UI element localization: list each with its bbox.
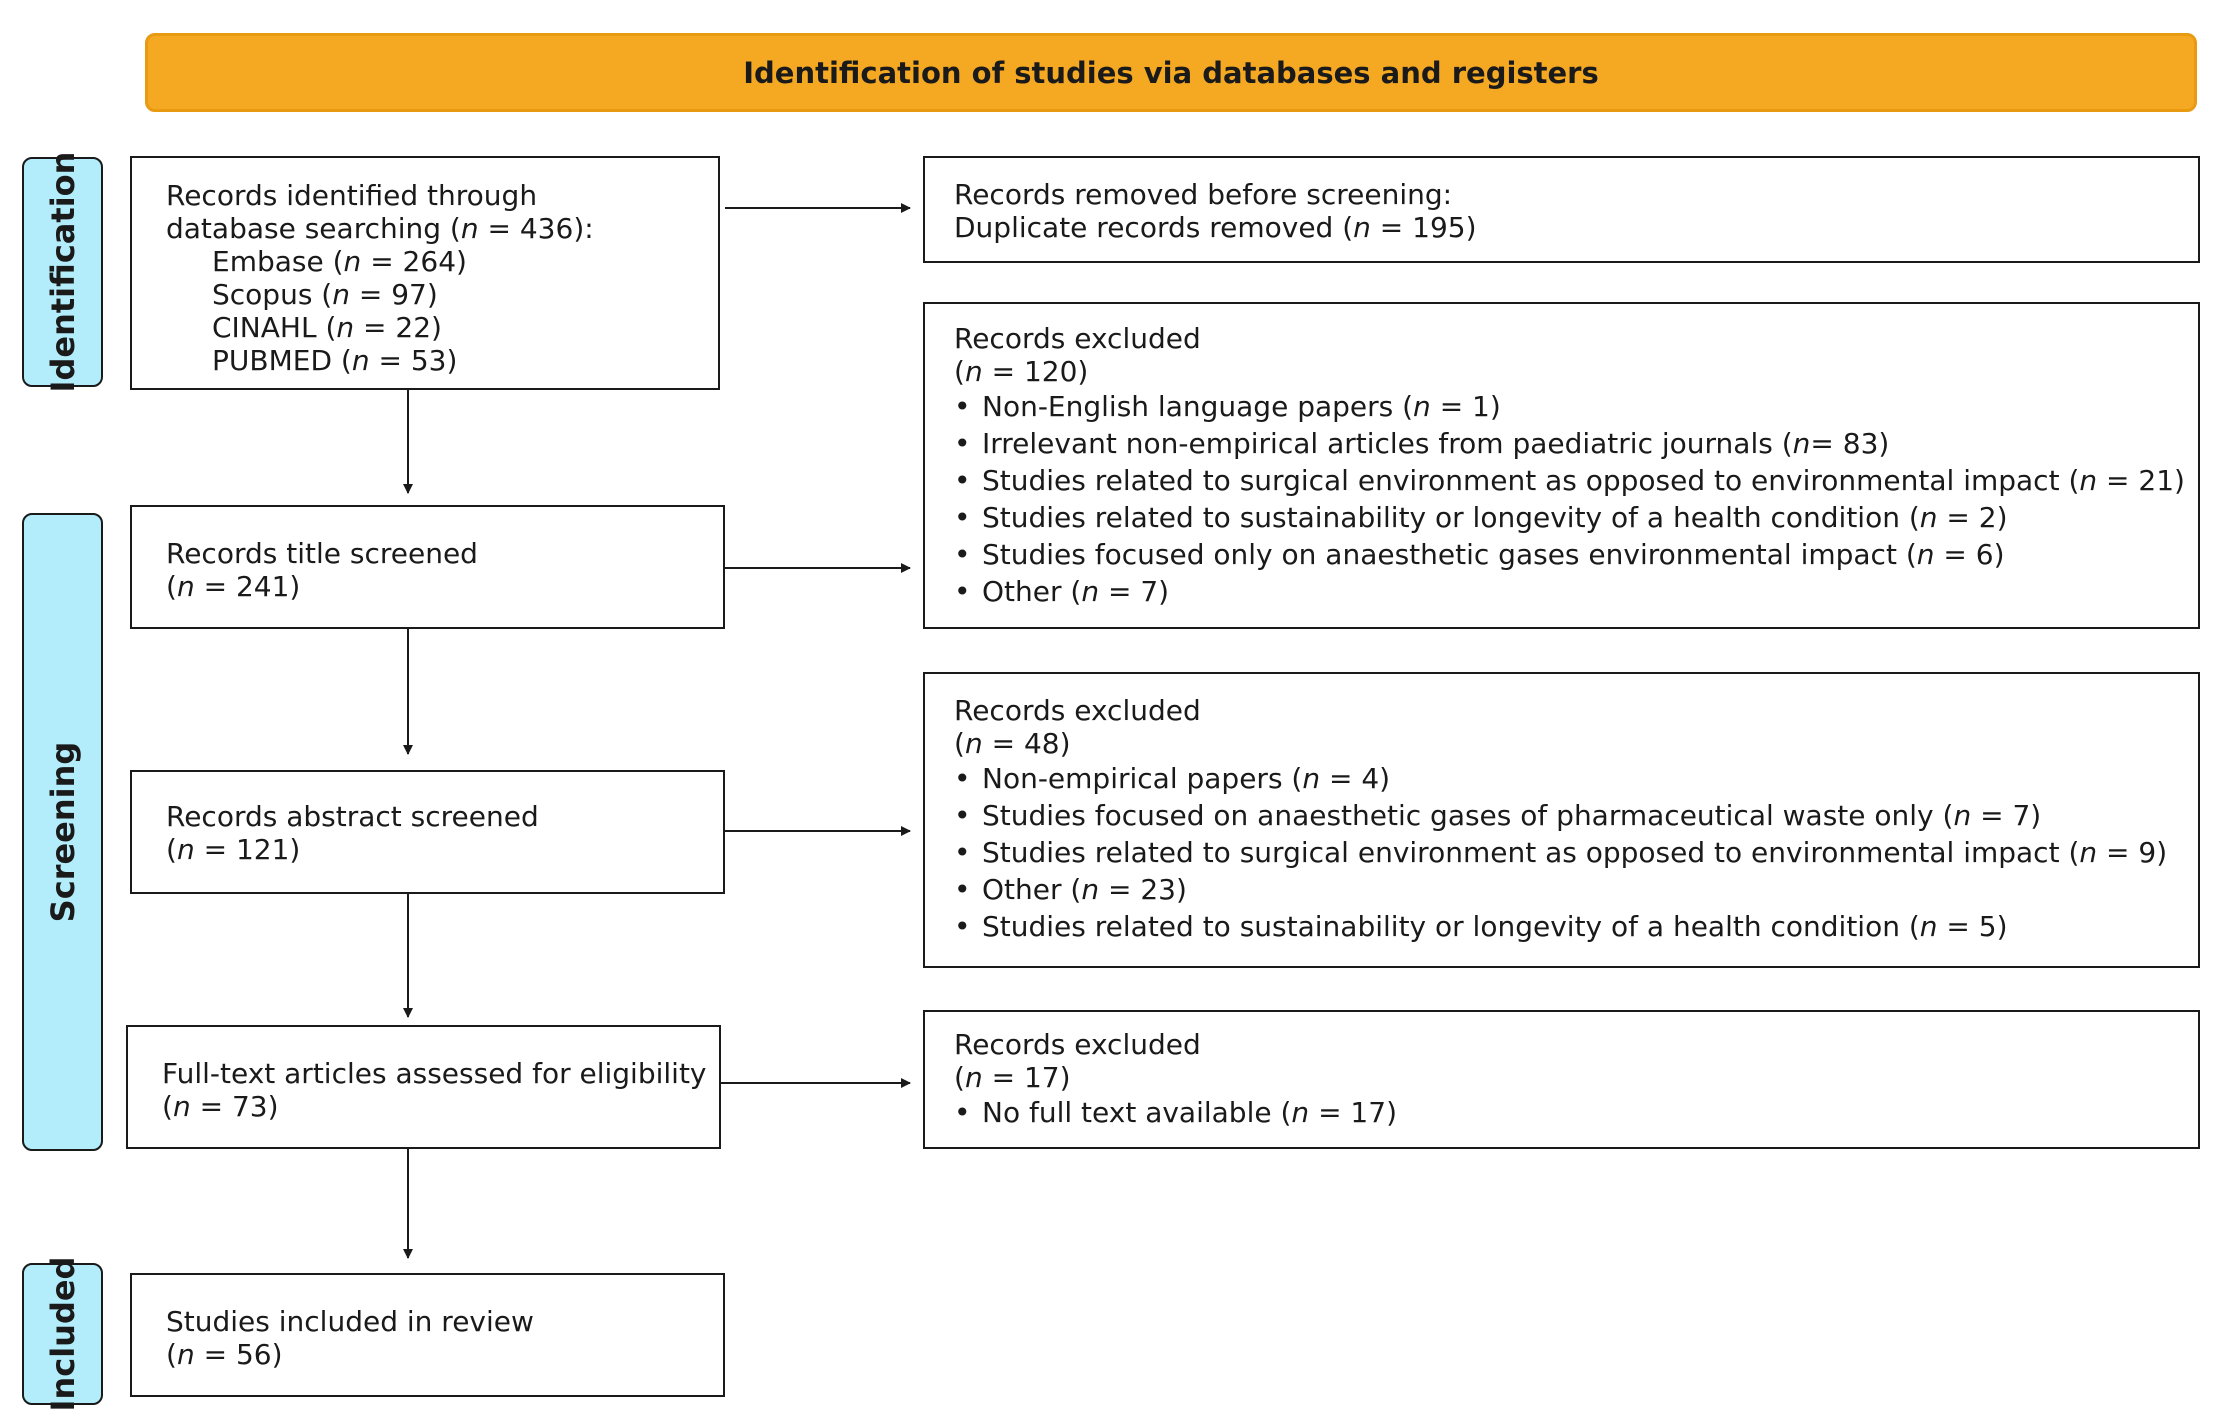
included-count: (n = 56) [166,1338,283,1371]
fulltext-assessed-box: Full-text articles assessed for eligibil… [126,1025,721,1149]
abstract-screened-label: Records abstract screened [166,800,539,833]
included-label: Studies included in review [166,1305,534,1338]
phase-included: Included [22,1257,103,1411]
abstract-screened-box: Records abstract screened (n = 121) [130,770,725,894]
phase-identification-label: Identification [43,151,82,393]
identified-line1: Records identified through [166,179,538,212]
phase-included-label: Included [43,1256,82,1412]
exclusion-reason: •Studies focused on anaesthetic gases of… [954,799,2042,832]
fulltext-label: Full-text articles assessed for eligibil… [162,1057,707,1090]
excluded2-label: Records excluded [954,694,1201,727]
exclusion-reason: •Studies focused only on anaesthetic gas… [954,538,2005,571]
source-pubmed: PUBMED (n = 53) [212,344,458,377]
studies-included-box: Studies included in review (n = 56) [130,1273,725,1397]
title-screened-box: Records title screened (n = 241) [130,505,725,629]
title-screened-count: (n = 241) [166,570,301,603]
removed-line2: Duplicate records removed (n = 195) [954,211,1477,244]
records-excluded-title-box: Records excluded (n = 120) •Non-English … [923,302,2200,629]
header-banner: Identification of studies via databases … [145,33,2197,112]
identified-line2: database searching (n = 436): [166,212,594,245]
header-title: Identification of studies via databases … [743,55,1599,90]
source-cinahl: CINAHL (n = 22) [212,311,442,344]
phase-screening-label: Screening [43,741,82,923]
records-identified-box: Records identified through database sear… [130,156,720,390]
exclusion-reason: •Studies related to sustainability or lo… [954,501,2008,534]
exclusion-reason: •Studies related to sustainability or lo… [954,910,2008,943]
records-removed-box: Records removed before screening: Duplic… [923,156,2200,263]
exclusion-reason: •Non-English language papers (n = 1) [954,390,1501,423]
exclusion-reason: •Studies related to surgical environment… [954,836,2168,869]
records-excluded-fulltext-box: Records excluded (n = 17) •No full text … [923,1010,2200,1149]
removed-line1: Records removed before screening: [954,178,1453,211]
excluded1-count: (n = 120) [954,355,1089,388]
excluded2-count: (n = 48) [954,727,1071,760]
fulltext-count: (n = 73) [162,1090,279,1123]
exclusion-reason: •Irrelevant non-empirical articles from … [954,427,1890,460]
exclusion-reason: •Studies related to surgical environment… [954,464,2185,497]
source-embase: Embase (n = 264) [212,245,467,278]
excluded1-label: Records excluded [954,322,1201,355]
source-scopus: Scopus (n = 97) [212,278,438,311]
excluded3-count: (n = 17) [954,1061,1071,1094]
exclusion-reason: •Non-empirical papers (n = 4) [954,762,1391,795]
records-excluded-abstract-box: Records excluded (n = 48) •Non-empirical… [923,672,2200,968]
phase-screening: Screening [22,513,103,1151]
phase-identification: Identification [22,152,103,392]
excluded3-label: Records excluded [954,1028,1201,1061]
title-screened-label: Records title screened [166,537,478,570]
exclusion-reason: •Other (n = 23) [954,873,1187,906]
abstract-screened-count: (n = 121) [166,833,301,866]
exclusion-reason: •No full text available (n = 17) [954,1096,1397,1129]
exclusion-reason: •Other (n = 7) [954,575,1170,608]
